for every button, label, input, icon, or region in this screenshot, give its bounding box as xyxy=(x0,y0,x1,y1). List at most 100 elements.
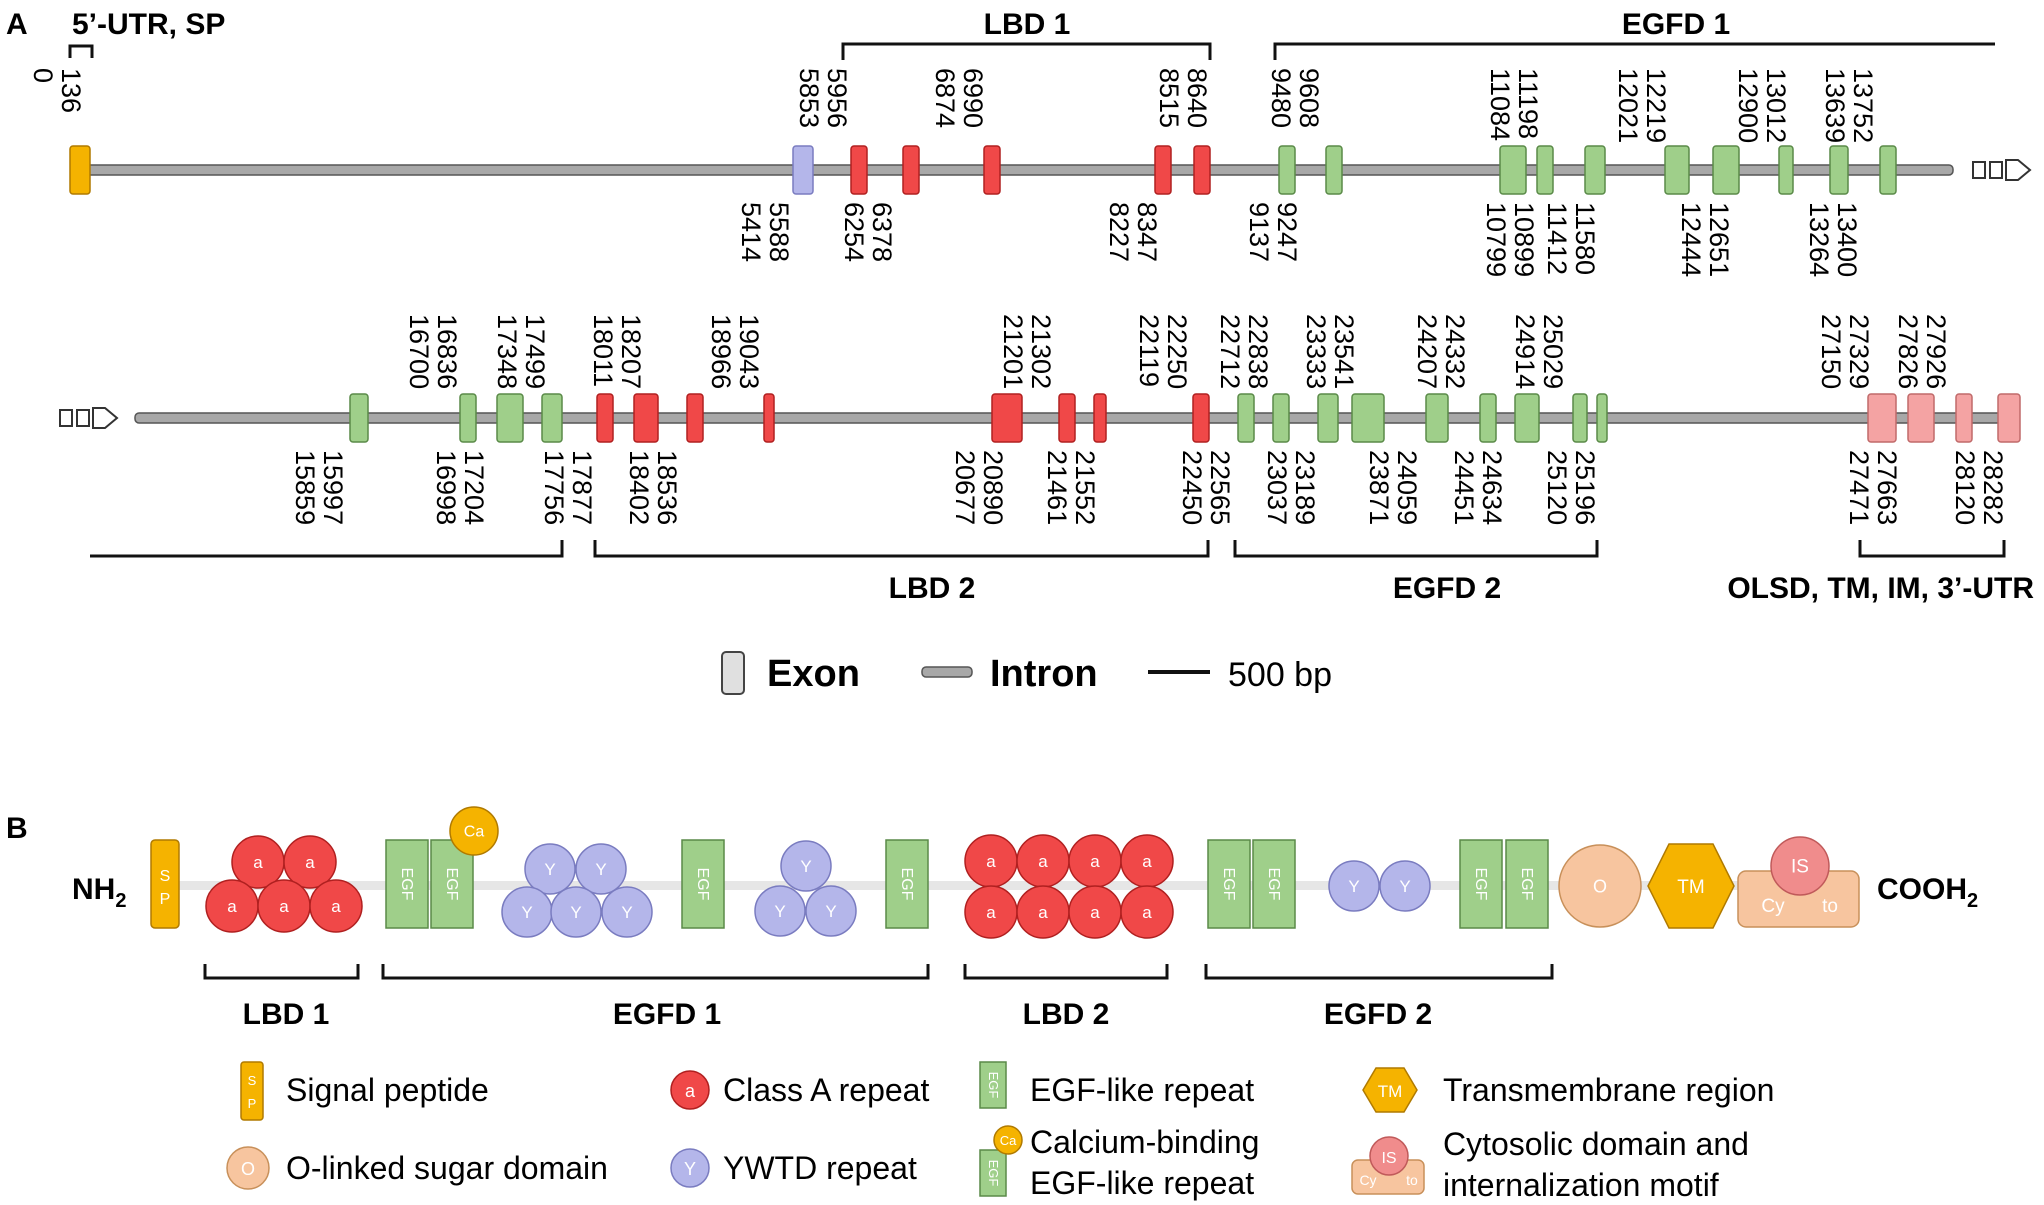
bracket-lbd1-protein xyxy=(203,964,360,980)
legend-class-a-letter: a xyxy=(685,1081,696,1101)
row2-exon-egf xyxy=(541,393,563,443)
row1-exon-lbd xyxy=(850,145,868,195)
row2-bottom-coordinate-value: 15997 xyxy=(318,450,348,525)
ywtd-repeat-letter: Y xyxy=(800,857,811,876)
ywtd-repeat-letter: Y xyxy=(544,860,555,879)
row2-bottom-coordinate-value: 15859 xyxy=(290,450,320,525)
row2-bottom-coordinate-value: 23871 xyxy=(1364,450,1394,525)
bracket-egfd1-protein xyxy=(381,964,930,980)
continue-arrow-row1 xyxy=(1972,159,2032,181)
ywtd-repeat-letter: Y xyxy=(825,902,836,921)
bracket-egfd2-row2 xyxy=(1233,540,1599,558)
row1-top-coordinate-value: 13639 xyxy=(1820,68,1850,143)
row2-exon-egf xyxy=(1317,393,1339,443)
row1-exon-egf xyxy=(1536,145,1554,195)
bracket-olsd-row2 xyxy=(1858,540,2006,558)
row1-bottom-coordinate-value: 13400 xyxy=(1832,202,1862,277)
row2-top-coordinate-value: 18207 xyxy=(616,314,646,389)
row2-top-coordinate-value: 23541 xyxy=(1329,314,1359,389)
legend-egf-label: EGF-like repeat xyxy=(1030,1072,1254,1108)
row2-top-coordinate-label: 2283822712 xyxy=(1215,314,1273,389)
row2-bottom-coordinate-label: 2405923871 xyxy=(1364,450,1422,525)
egf-repeat-text: EGF xyxy=(1472,868,1489,901)
row2-top-coordinate-label: 2354123333 xyxy=(1301,314,1359,389)
row2-bottom-coordinate-value: 28120 xyxy=(1950,450,1980,525)
row2-top-coordinate-value: 25029 xyxy=(1538,314,1568,389)
row2-bottom-coordinate-value: 27471 xyxy=(1844,450,1874,525)
ywtd-repeat xyxy=(1379,860,1431,912)
class-a-repeat-letter: a xyxy=(986,903,996,922)
row1-top-coordinate-value: 6874 xyxy=(930,68,960,128)
legend-ca-icon xyxy=(993,1125,1023,1155)
bracket-egfd2-protein xyxy=(1204,964,1554,980)
row1-top-coordinate-value: 13752 xyxy=(1848,68,1878,143)
row2-top-coordinate-value: 23333 xyxy=(1301,314,1331,389)
row2-bottom-coordinate-label: 2318923037 xyxy=(1262,450,1320,525)
legend-cyto-label-1: Cytosolic domain and xyxy=(1443,1126,1749,1162)
row1-bottom-coordinate-value: 9137 xyxy=(1244,202,1274,262)
class-a-repeat-letter: a xyxy=(1038,903,1048,922)
row2-exon-lbd xyxy=(686,393,704,443)
row2-bottom-coordinate-value: 18402 xyxy=(624,450,654,525)
row1-top-coordinate-value: 9608 xyxy=(1294,68,1324,128)
ywtd-repeat-letter: Y xyxy=(621,903,632,922)
row2-bottom-coordinate-value: 25120 xyxy=(1542,450,1572,525)
egf-repeat-text: EGF xyxy=(694,868,711,901)
legend-sp-label: Signal peptide xyxy=(286,1072,489,1108)
legend-ca-egf-text: EGF xyxy=(986,1160,1001,1187)
class-a-repeat-letter: a xyxy=(253,853,263,872)
nh2-terminus: NH2 xyxy=(72,873,126,912)
row2-top-coordinate-label: 2225022119 xyxy=(1134,314,1192,389)
legend-ywtd: Y YWTD repeat xyxy=(670,1148,917,1188)
row1-bottom-coordinate-value: 9247 xyxy=(1272,202,1302,262)
bracket-lbd1-row1 xyxy=(841,42,1212,60)
egf-repeat xyxy=(1252,839,1296,929)
row2-exons xyxy=(349,393,2021,443)
legend-ca-text: Ca xyxy=(1000,1133,1017,1148)
row2-top-coordinate-value: 22250 xyxy=(1162,314,1192,389)
row1-exon-egf xyxy=(1712,145,1740,195)
legend-tm-icon xyxy=(1362,1067,1418,1113)
row2-top-coordinate-value: 16836 xyxy=(432,314,462,389)
bracket-egfd1-row1 xyxy=(1273,42,1995,60)
ywtd-repeat-letter: Y xyxy=(1348,877,1359,896)
row2-bottom-coordinate-label: 2766327471 xyxy=(1844,450,1902,525)
egf-repeat-text: EGF xyxy=(1265,868,1282,901)
label-lbd2-protein: LBD 2 xyxy=(1023,998,1110,1031)
sp-letter-s: S xyxy=(160,868,171,885)
ywtd-repeat-letter: Y xyxy=(521,903,532,922)
transmembrane-text: TM xyxy=(1677,877,1704,898)
class-a-repeat-letter: a xyxy=(1142,852,1152,871)
ywtd-repeat xyxy=(550,886,602,938)
internalization-signal xyxy=(1770,836,1830,896)
nh2-subscript: 2 xyxy=(115,890,126,912)
row2-bottom-coordinate-label: 2463424451 xyxy=(1449,450,1507,525)
row2-exon-egf xyxy=(1272,393,1290,443)
row1-exon-egf xyxy=(1778,145,1794,195)
class-a-repeat-letter: a xyxy=(1090,903,1100,922)
row2-top-coordinate-value: 22712 xyxy=(1215,314,1245,389)
row2-top-coordinate-value: 27329 xyxy=(1844,314,1874,389)
protein-brackets xyxy=(203,964,1554,980)
o-linked-sugar-domain-letter: O xyxy=(1593,876,1607,896)
row2-bottom-coordinate-value: 22450 xyxy=(1177,450,1207,525)
row2-top-coordinate-label: 1683616700 xyxy=(404,314,462,389)
row2-exon-osld xyxy=(1907,393,1935,443)
row1-bottom-coordinate-label: 1265112444 xyxy=(1676,202,1734,277)
legend-class-a-icon xyxy=(670,1070,710,1110)
class-a-repeat xyxy=(1120,885,1174,939)
egf-repeat xyxy=(1207,839,1251,929)
ywtd-repeat-letter: Y xyxy=(774,902,785,921)
row2-exon-lbd xyxy=(1058,393,1076,443)
row1-top-coordinate-value: 11198 xyxy=(1513,68,1543,139)
row1-top-coordinate-value: 9480 xyxy=(1266,68,1296,128)
egf-repeat xyxy=(1459,839,1503,929)
legend-cyto-label-2: internalization motif xyxy=(1443,1167,1719,1203)
row2-top-coordinate-label: 2433224207 xyxy=(1412,314,1470,389)
legend-cytosolic: Cy to IS Cytosolic domain and internaliz… xyxy=(1351,1126,1749,1203)
row1-bottom-coordinate-value: 5588 xyxy=(764,202,794,262)
row2-exon-egf xyxy=(1514,393,1540,443)
label-utr-sp: 5’-UTR, SP xyxy=(72,8,225,41)
